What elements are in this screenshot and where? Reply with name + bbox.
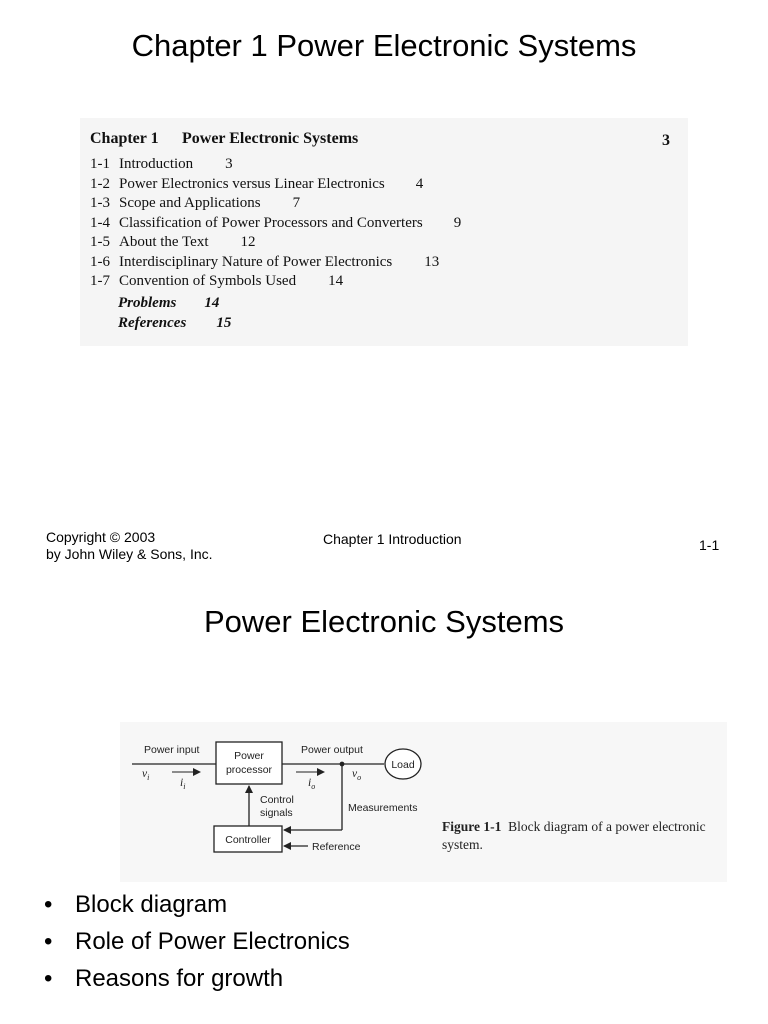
- bullet-icon: •: [44, 928, 53, 955]
- toc-heading: Chapter 1 Power Electronic Systems: [90, 130, 358, 148]
- chapter-footer: Chapter 1 Introduction: [323, 531, 462, 547]
- block-diagram-figure: Power input vi ii Power processor Power …: [120, 722, 727, 882]
- bullet-text: Role of Power Electronics: [75, 928, 350, 955]
- toc-row: 1-7 Convention of Symbols Used 14: [90, 273, 343, 290]
- toc-extra: References 15: [118, 315, 231, 332]
- toc-number: 1-6: [90, 254, 110, 270]
- toc-row: 1-6 Interdisciplinary Nature of Power Ele…: [90, 254, 439, 271]
- toc-extra: Problems 14: [118, 295, 219, 312]
- toc-page: 9: [453, 215, 462, 231]
- figure-caption-text: Block diagram of a power electronic syst…: [442, 819, 706, 852]
- bullet-icon: •: [44, 891, 53, 918]
- toc-extra-title: References: [118, 315, 187, 331]
- toc-title: Classification of Power Processors and C…: [119, 215, 423, 231]
- reference-label: Reference: [312, 841, 361, 853]
- controller-box: [213, 825, 283, 853]
- vi-label: vi: [142, 768, 149, 782]
- toc-extra-page: 14: [204, 295, 220, 311]
- toc-title: Interdisciplinary Nature of Power Electr…: [119, 254, 393, 270]
- toc-number: 1-1: [90, 156, 110, 172]
- bullet-icon: •: [44, 965, 53, 992]
- figure-label: Figure 1-1: [442, 819, 502, 834]
- block-diagram: Power input vi ii Power processor Power …: [132, 741, 422, 853]
- toc-number: 1-4: [90, 215, 110, 231]
- copyright-footer: Copyright © 2003 by John Wiley & Sons, I…: [46, 529, 213, 563]
- io-label: io: [308, 777, 315, 791]
- toc-page: 12: [240, 234, 256, 250]
- page-number: 1-1: [699, 537, 720, 553]
- toc-row: 1-4 Classification of Power Processors an…: [90, 215, 461, 232]
- measurements-label: Measurements: [348, 802, 417, 814]
- power-input-label: Power input: [144, 744, 200, 756]
- load-label: Load: [391, 759, 415, 771]
- toc-heading-page: 3: [662, 132, 670, 149]
- toc-heading-title: Power Electronic Systems: [182, 130, 359, 147]
- vo-label: vo: [352, 768, 361, 782]
- toc-title: Scope and Applications: [119, 195, 261, 211]
- list-item: • Reasons for growth: [44, 960, 350, 997]
- toc-heading-number: Chapter 1: [90, 130, 159, 147]
- load-circle: [384, 748, 422, 780]
- toc-extra-page: 15: [216, 315, 232, 331]
- toc-extra-title: Problems: [118, 295, 177, 311]
- figure-caption: Figure 1-1 Block diagram of a power elec…: [442, 818, 712, 854]
- copyright-line: Copyright © 2003: [46, 529, 156, 545]
- toc-page: 7: [292, 195, 301, 211]
- toc-number: 1-2: [90, 176, 110, 192]
- toc-row: 1-2 Power Electronics versus Linear Elect…: [90, 176, 423, 193]
- toc-number: 1-3: [90, 195, 110, 211]
- toc-row: 1-5 About the Text 12: [90, 234, 256, 251]
- toc-title: Power Electronics versus Linear Electron…: [119, 176, 385, 192]
- toc-number: 1-5: [90, 234, 110, 250]
- toc-title: Convention of Symbols Used: [119, 273, 297, 289]
- list-item: • Role of Power Electronics: [44, 923, 350, 960]
- bullet-list: • Block diagram • Role of Power Electronic…: [44, 886, 350, 997]
- controller-label: Controller: [225, 834, 271, 846]
- bullet-text: Reasons for growth: [75, 965, 284, 992]
- power-processor-box: [215, 741, 283, 785]
- toc-row: 1-1 Introduction 3: [90, 156, 233, 173]
- bullet-text: Block diagram: [75, 891, 228, 918]
- toc-title: About the Text: [119, 234, 209, 250]
- ii-label: ii: [180, 777, 185, 791]
- toc-page: 13: [424, 254, 440, 270]
- control-label-line1: Control: [260, 794, 294, 806]
- list-item: • Block diagram: [44, 886, 350, 923]
- toc-title: Introduction: [119, 156, 194, 172]
- toc-number: 1-7: [90, 273, 110, 289]
- publisher-line: by John Wiley & Sons, Inc.: [46, 546, 213, 562]
- control-label-line2: signals: [260, 807, 293, 819]
- toc-row: 1-3 Scope and Applications 7: [90, 195, 300, 212]
- processor-label-line2: processor: [226, 764, 273, 776]
- toc-page: 3: [225, 156, 233, 172]
- power-output-label: Power output: [301, 744, 363, 756]
- toc-page: 4: [415, 176, 424, 192]
- slide-title: Power Electronic Systems: [203, 604, 565, 639]
- processor-label-line1: Power: [234, 750, 264, 762]
- toc-page: 14: [328, 273, 344, 289]
- slide-title: Chapter 1 Power Electronic Systems: [131, 28, 637, 63]
